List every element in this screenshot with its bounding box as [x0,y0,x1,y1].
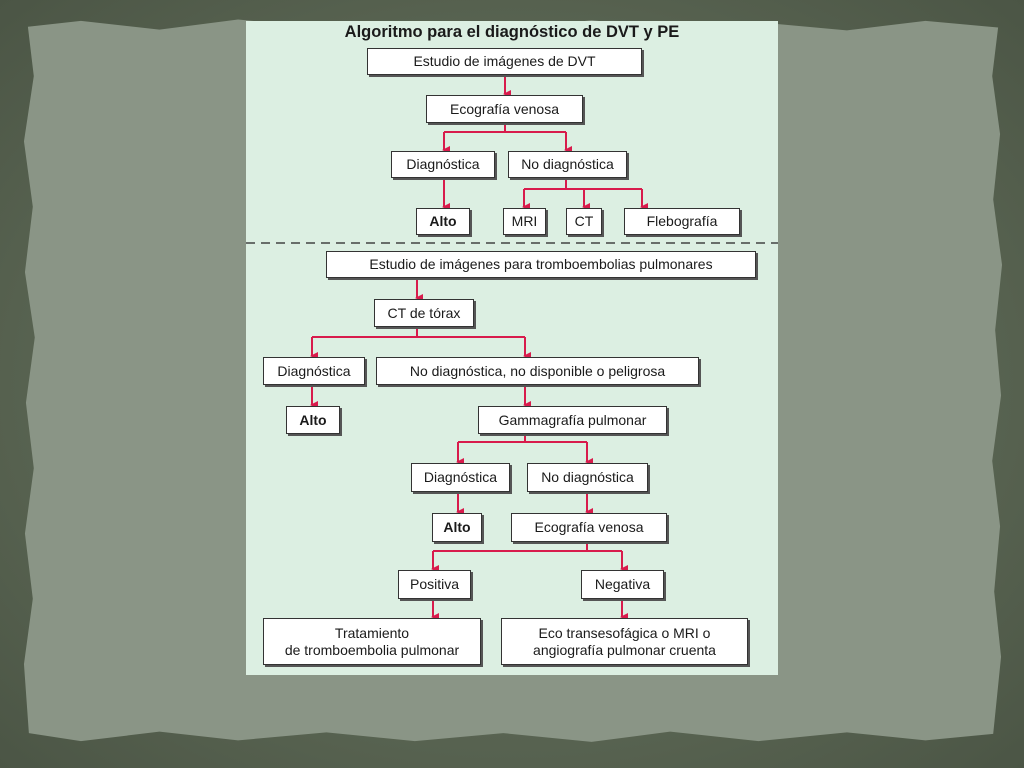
pe-transesophageal-line-2: angiografía pulmonar cruenta [533,641,716,658]
pe-venous-ultrasound-box: Ecografía venosa [511,513,667,542]
dvt-venous-ultrasound-box: Ecografía venosa [426,95,583,123]
dvt-ct-box: CT [566,208,602,235]
pe-negative-box: Negativa [581,570,664,599]
pe-treatment-line-2: de tromboembolia pulmonar [284,641,460,658]
pe-lung-scan-box: Gammagrafía pulmonar [478,406,667,434]
dvt-imaging-study-box: Estudio de imágenes de DVT [367,48,642,75]
pe-treatment-line-1: Tratamiento [334,625,410,642]
pe-diagnostic-box-1: Diagnóstica [263,357,365,385]
pe-positive-box: Positiva [398,570,471,599]
pe-high-box-1: Alto [286,406,340,434]
pe-high-box-2: Alto [432,513,482,542]
connector-lines [246,75,778,621]
diagram-title: Algoritmo para el diagnóstico de DVT y P… [344,23,680,41]
diagram-slide: Algoritmo para el diagnóstico de DVT y P… [246,21,778,675]
dvt-mri-box: MRI [503,208,546,235]
dvt-high-box: Alto [416,208,470,235]
pe-non-diagnostic-box-1: No diagnóstica, no disponible o peligros… [376,357,699,385]
pe-chest-ct-box: CT de tórax [374,299,474,327]
pe-non-diagnostic-box-2: No diagnóstica [527,463,648,492]
pe-transesophageal-line-1: Eco transesofágica o MRI o [538,625,711,642]
dvt-diagnostic-box: Diagnóstica [391,151,495,178]
pe-imaging-study-box: Estudio de imágenes para tromboembolias … [326,251,756,278]
pe-treatment-box: Tratamiento de tromboembolia pulmonar [263,618,481,665]
pe-diagnostic-box-2: Diagnóstica [411,463,510,492]
dvt-phlebography-box: Flebografía [624,208,740,235]
dvt-non-diagnostic-box: No diagnóstica [508,151,627,178]
pe-transesophageal-box: Eco transesofágica o MRI o angiografía p… [501,618,748,665]
